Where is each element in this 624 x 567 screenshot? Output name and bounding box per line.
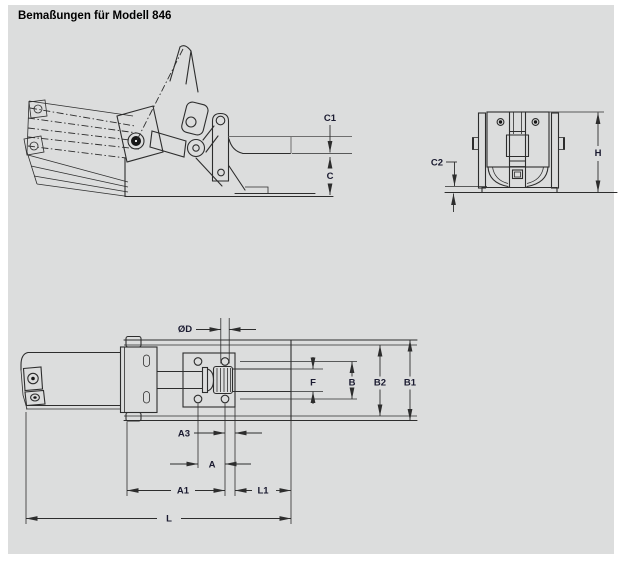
pivot-bracket [116, 105, 164, 163]
dim-f: F [310, 357, 316, 404]
handle-tab-1 [22, 366, 44, 392]
phantom-tab-2 [23, 135, 45, 156]
clamp-arm-top [156, 365, 292, 395]
base-body-top [123, 339, 418, 422]
dim-c2: C2 [431, 158, 457, 212]
dim-label-f: F [310, 378, 316, 389]
block-tab-bottom [125, 411, 142, 422]
column-top-pivot [215, 115, 226, 126]
screw-right-icon [531, 118, 540, 126]
drawing-panel [8, 5, 614, 554]
dim-label-l1: L1 [257, 486, 269, 497]
dim-label-c2: C2 [431, 158, 443, 169]
top-view: ØD F B B2 [20, 318, 418, 525]
handle-screw-2-icon [30, 393, 40, 402]
column-bottom-pivot [217, 168, 225, 177]
link-pivot [186, 138, 206, 158]
dim-label-c: C [327, 171, 334, 182]
handle-grip-side [169, 45, 199, 93]
clevis-end [201, 366, 209, 394]
mount-hole [220, 394, 230, 404]
end-view: C2 H [431, 111, 618, 212]
dim-l: L [26, 514, 291, 525]
dim-a: A [170, 460, 251, 471]
dim-b1: B1 [404, 340, 417, 421]
toggle-mechanism [116, 45, 230, 187]
handle-centerline [136, 48, 184, 141]
side-view: C1 C [23, 45, 352, 198]
phantom-screw-1-icon [33, 104, 43, 114]
dim-b2: B2 [374, 345, 386, 416]
pivot-block-top [119, 335, 158, 422]
main-pivot [127, 132, 145, 150]
knurled-nut [212, 365, 234, 395]
body-plate [486, 111, 550, 168]
base-plate-end [444, 111, 618, 194]
dim-b: B [349, 361, 356, 399]
screw-left-icon [496, 118, 505, 126]
dim-label-a: A [209, 460, 216, 471]
mount-hole [193, 394, 203, 404]
dim-label-b2: B2 [374, 378, 386, 389]
dim-label-c1: C1 [324, 113, 337, 124]
base-side [124, 157, 334, 198]
clamp-bar-side [228, 136, 352, 155]
dim-label-l: L [166, 514, 172, 525]
phantom-screw-2-icon [29, 141, 39, 151]
dim-c1-c: C1 C [324, 113, 337, 195]
handle-tab-2 [24, 389, 46, 407]
handle-boss [181, 101, 209, 136]
handle-screw-1-icon [27, 372, 39, 385]
support-column [211, 112, 230, 182]
page-title: Bemaßungen für Modell 846 [18, 10, 172, 22]
block-pin-bottom [143, 391, 150, 404]
center-column [505, 111, 530, 188]
extension-lines [25, 318, 357, 524]
dim-h: H [595, 112, 602, 192]
phantom-tab-1 [28, 99, 48, 119]
dim-a1: A1 [127, 486, 225, 497]
dim-label-b: B [349, 378, 356, 389]
mount-hole [220, 357, 230, 366]
dim-label-h: H [595, 148, 602, 159]
dim-label-b1: B1 [404, 378, 417, 389]
toggle-link [149, 130, 187, 158]
block-pin-top [143, 354, 150, 367]
mount-hole [193, 357, 203, 366]
dim-a3: A3 [178, 429, 262, 440]
dim-l1: L1 [235, 486, 291, 497]
dim-d: ØD [178, 324, 256, 335]
block-tab-top [125, 335, 142, 348]
dim-label-d: ØD [178, 324, 192, 335]
dim-label-a3: A3 [178, 429, 190, 440]
handle-open-phantom [23, 99, 140, 197]
handle-top [20, 351, 122, 410]
body-feet [487, 166, 549, 188]
dim-label-a1: A1 [177, 486, 190, 497]
